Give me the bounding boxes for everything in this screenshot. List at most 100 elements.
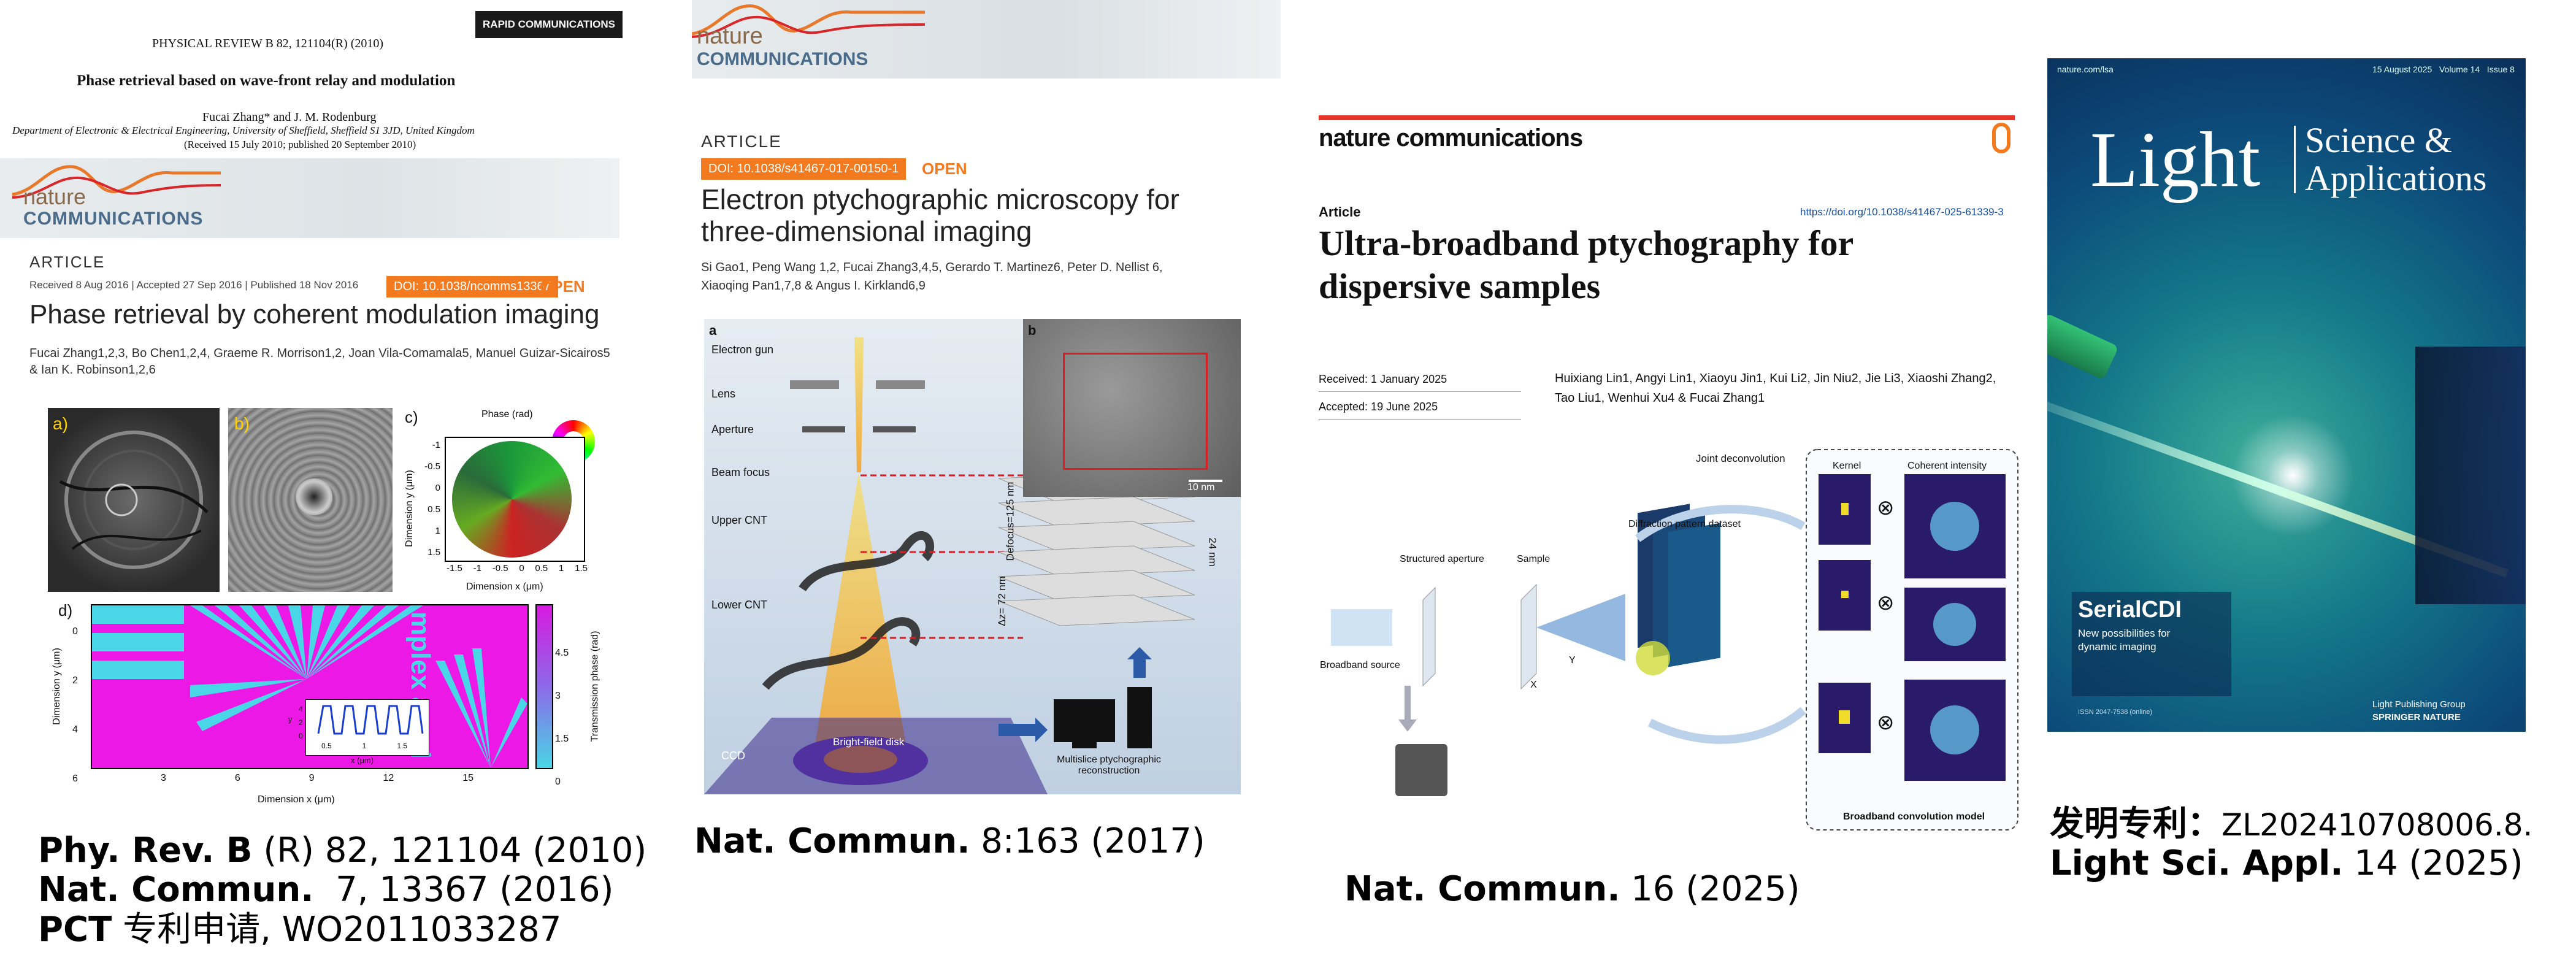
article-dates: Received 8 Aug 2016 | Accepted 27 Sep 20…: [29, 279, 359, 291]
label-kernel: Kernel: [1833, 461, 1861, 471]
prb-authors: Fucai Zhang* and J. M. Rodenburg: [202, 110, 377, 124]
label-broadband-source: Broadband source: [1320, 660, 1400, 670]
label-coherent-intensity: Coherent intensity: [1907, 461, 1987, 471]
figure-c-label: c): [405, 408, 418, 426]
figure-a-label: a): [53, 414, 68, 433]
nc-wave-logo: [692, 4, 925, 38]
figure-d-xticks: 3 6 9 12 15: [161, 773, 473, 784]
otimes-3: ⊗: [1877, 711, 1895, 734]
patent-label: 发明专利：: [2050, 804, 2221, 844]
figure-d-xlabel: Dimension x (μm): [258, 794, 335, 805]
caption-1-line-3: PCT 专利申请, WO2011033287: [38, 910, 646, 950]
article-label: ARTICLE: [29, 253, 105, 271]
label-sample: Sample: [1517, 554, 1551, 564]
figure-d-colorbar: [535, 604, 553, 769]
figure-c-plot: [445, 437, 585, 562]
cover-tagline-1: New possibilities for: [2078, 627, 2171, 639]
label-layer-gap: 24 nm: [1206, 537, 1219, 567]
label-beam-focus: Beam focus: [711, 466, 770, 478]
label-lower-cnt: Lower CNT: [711, 599, 768, 611]
caption-1-line-2: Nat. Commun. 7, 13367 (2016): [38, 870, 646, 910]
figure-b-label: b): [234, 414, 250, 433]
divider: [1319, 419, 1521, 420]
cover-science: Science &: [2305, 120, 2452, 160]
citation: 8:163 (2017): [970, 821, 1205, 861]
figure-c-xlabel: Dimension x (μm): [466, 581, 543, 592]
article-authors: Fucai Zhang1,2,3, Bo Chen1,2,4, Graeme R…: [29, 347, 610, 360]
xtick: 0.5: [535, 563, 548, 574]
figure-d-ylabel: Dimension y (μm): [51, 648, 62, 725]
ytick: 0: [72, 626, 78, 637]
cbar-tick: 3: [555, 691, 561, 701]
doi-link[interactable]: https://doi.org/10.1038/s41467-025-61339…: [1800, 206, 2004, 218]
title-line-1: Ultra-broadband ptychography for: [1319, 223, 1854, 263]
label-broadband-model: Broadband convolution model: [1843, 811, 1985, 822]
caption-4: 发明专利：ZL202410708006.8. Light Sci. Appl. …: [2050, 804, 2532, 884]
figure-a-image: [59, 431, 209, 569]
article-title: Phase retrieval by coherent modulation i…: [29, 299, 600, 329]
open-access-icon: [1992, 123, 2011, 153]
caption-4-line-1: 发明专利：ZL202410708006.8.: [2050, 804, 2532, 844]
received: Received: 1 January 2025: [1319, 373, 1447, 385]
nc-banner: nature COMMUNICATIONS: [692, 0, 1281, 79]
axis-y-label: Y: [1569, 655, 1576, 666]
xtick: 1.5: [397, 742, 407, 750]
divider: [1319, 391, 1521, 392]
xtick: -1: [473, 563, 481, 574]
setup-diagram: [1331, 449, 2018, 831]
title-line-2: three-dimensional imaging: [701, 215, 1032, 247]
doi-chip: DOI: 10.1038/s41467-017-00150-1: [701, 158, 907, 180]
patent-label: PCT: [38, 909, 112, 950]
doi-text: DOI: 10.1038/s41467-017-00150-1: [701, 158, 907, 180]
nc-logo-nature: nature: [697, 23, 763, 49]
caption-4-line-2: Light Sci. Appl. 14 (2025): [2050, 844, 2532, 883]
xtick: 6: [234, 773, 240, 783]
cbar-tick: 4.5: [555, 648, 569, 658]
cover-detector-stack: [2415, 347, 2526, 604]
label-upper-cnt: Upper CNT: [711, 514, 768, 526]
doi-chip: DOI: 10.1038/ncomms13367: [386, 276, 558, 297]
xtick: 12: [383, 773, 394, 783]
authors-line-2: Xiaoqing Pan1,7,8 & Angus I. Kirkland6,9: [701, 279, 926, 293]
cover-publisher-2: SPRINGER NATURE: [2372, 712, 2461, 723]
label-ccd: CCD: [721, 750, 745, 762]
label-aperture: Aperture: [711, 423, 754, 435]
xtick: -0.5: [492, 563, 508, 574]
cover-top-right: 15 August 2025 Volume 14 Issue 8: [2372, 64, 2515, 74]
label-bright-field: Bright-field disk: [833, 736, 905, 748]
open-access-label: OPEN: [540, 277, 585, 296]
title-line-2: dispersive samples: [1319, 266, 1601, 306]
xtick: 3: [161, 773, 166, 783]
label-multislice: Multislice ptychographic reconstruction: [1057, 754, 1161, 776]
inset-ylabel: y: [288, 715, 293, 724]
accepted: Accepted: 19 June 2025: [1319, 401, 1438, 413]
figure-d-yticks: 0 2 4 6: [72, 607, 78, 804]
figure-c-ylabel: Dimension y (μm): [404, 470, 415, 547]
figure-c-disk: [452, 441, 572, 558]
figure-b-center: [296, 478, 332, 515]
ytick: 4: [299, 705, 303, 713]
journal-cover: nature.com/lsa 15 August 2025 Volume 14 …: [2047, 58, 2526, 732]
figure-d-inset: 0.5 1 1.5 4 2 0: [299, 699, 429, 756]
nc-logo-communications: COMMUNICATIONS: [697, 49, 868, 69]
figure-d-overlay-text: mplex ased: [405, 612, 435, 759]
panel-b-tem: b 10 nm: [1023, 319, 1241, 497]
patent-number: 专利申请, WO2011033287: [112, 909, 562, 950]
figure-d-cbar-label: Transmission phase (rad): [589, 631, 600, 742]
open-access-label: OPEN: [922, 159, 967, 178]
xtick: 9: [309, 773, 315, 783]
cover-serialcdi: SerialCDI: [2078, 597, 2182, 623]
ytick: 0.5: [427, 504, 440, 515]
journal-name: Nat. Commun.: [694, 821, 970, 861]
nc-wave-logo: [12, 165, 221, 199]
journal-name: Phy. Rev. B: [38, 831, 253, 870]
figure-c-yticks: -1 -0.5 0 0.5 1 1.5: [422, 434, 440, 563]
caption-1-line-1: Phy. Rev. B (R) 82, 121104 (2010): [38, 831, 646, 870]
cbar-tick: 1.5: [555, 734, 569, 744]
authors-line-1: Si Gao1, Peng Wang 1,2, Fucai Zhang3,4,5…: [701, 261, 1163, 274]
xtick: 15: [462, 773, 473, 783]
xtick: 0.5: [321, 742, 332, 750]
xtick: 1: [559, 563, 564, 574]
article-label: ARTICLE: [701, 132, 782, 151]
cbar-tick: 0: [555, 777, 561, 787]
